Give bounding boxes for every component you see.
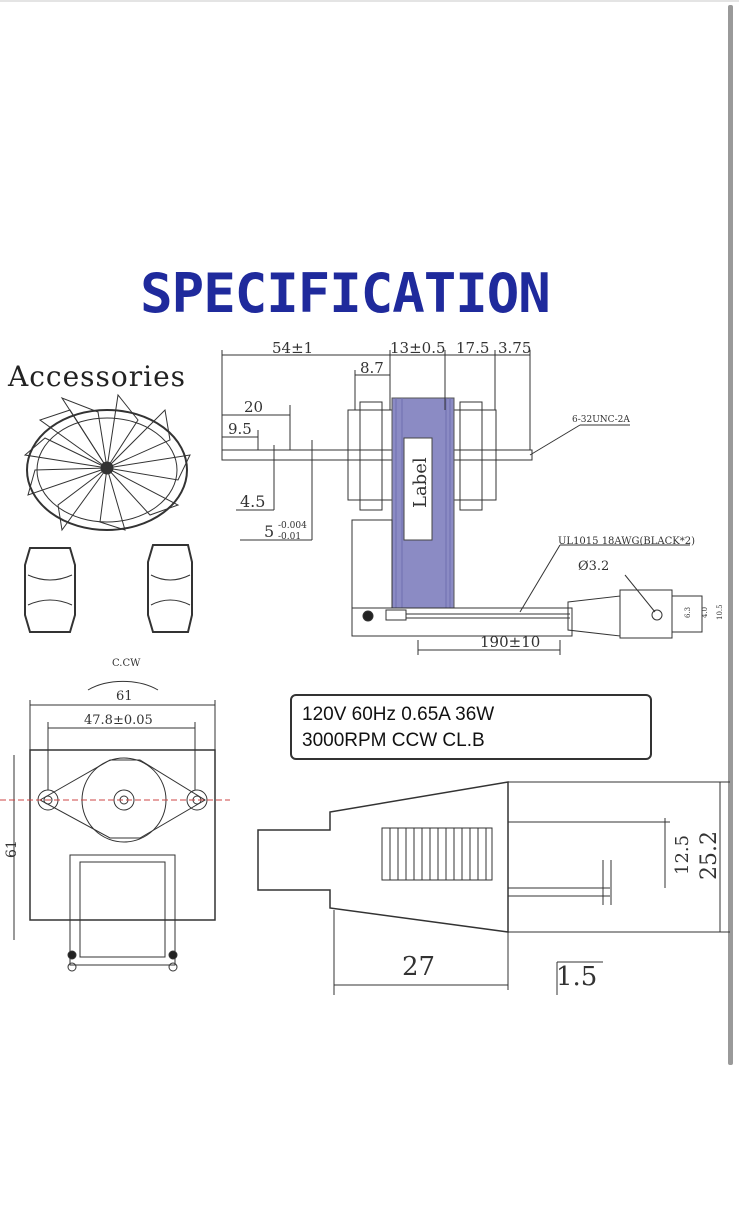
nut-left-icon xyxy=(24,547,76,633)
nut-right-icon xyxy=(147,544,193,633)
spec-line-2: 3000RPM CCW CL.B xyxy=(302,730,485,751)
accessories-label: Accessories xyxy=(8,360,187,393)
ccw-label: C.CW xyxy=(112,658,141,669)
dim-25-2: 25.2 xyxy=(697,831,722,880)
dim-5-tol-lo: -0.01 xyxy=(278,532,301,542)
dim-1-5: 1.5 xyxy=(556,962,597,992)
dim-13: 13±0.5 xyxy=(390,339,446,357)
dim-12-5: 12.5 xyxy=(672,835,693,875)
dim-20: 20 xyxy=(244,398,263,416)
dim-27: 27 xyxy=(402,952,435,982)
dim-17-5: 17.5 xyxy=(456,339,489,357)
top-divider xyxy=(0,0,739,2)
spec-line-1: 120V 60Hz 0.65A 36W xyxy=(302,704,495,725)
dim-9-5: 9.5 xyxy=(228,420,252,438)
motor-front-view xyxy=(0,680,230,972)
dim-61-top: 61 xyxy=(116,689,133,704)
motor-side-view xyxy=(221,350,703,655)
term-c: 10.5 xyxy=(716,604,724,620)
hole-spec: Ø3.2 xyxy=(578,559,609,574)
thread-spec: 6-32UNC-2A xyxy=(572,415,630,425)
page-title: SPECIFICATION xyxy=(140,262,551,325)
fan-blade-icon xyxy=(23,393,191,532)
dim-61-side: 61 xyxy=(4,840,20,858)
term-a: 6.3 xyxy=(684,607,692,618)
wire-spec: UL1015 18AWG(BLACK*2) xyxy=(558,536,695,547)
dim-4-5: 4.5 xyxy=(240,492,265,511)
term-b: 4.0 xyxy=(701,607,709,618)
dim-5: 5 xyxy=(264,522,274,541)
power-plug-drawing xyxy=(257,781,730,995)
motor-label: Label xyxy=(410,457,431,508)
dim-8-7: 8.7 xyxy=(360,359,384,377)
dim-190: 190±10 xyxy=(480,633,540,651)
dim-47-8: 47.8±0.05 xyxy=(84,713,153,728)
spec-box: 120V 60Hz 0.65A 36W 3000RPM CCW CL.B xyxy=(290,694,652,760)
dim-54: 54±1 xyxy=(272,339,313,357)
dim-5-tol-up: -0.004 xyxy=(278,521,307,531)
dim-3-75: 3.75 xyxy=(498,339,531,357)
scrollbar[interactable] xyxy=(728,5,733,1065)
